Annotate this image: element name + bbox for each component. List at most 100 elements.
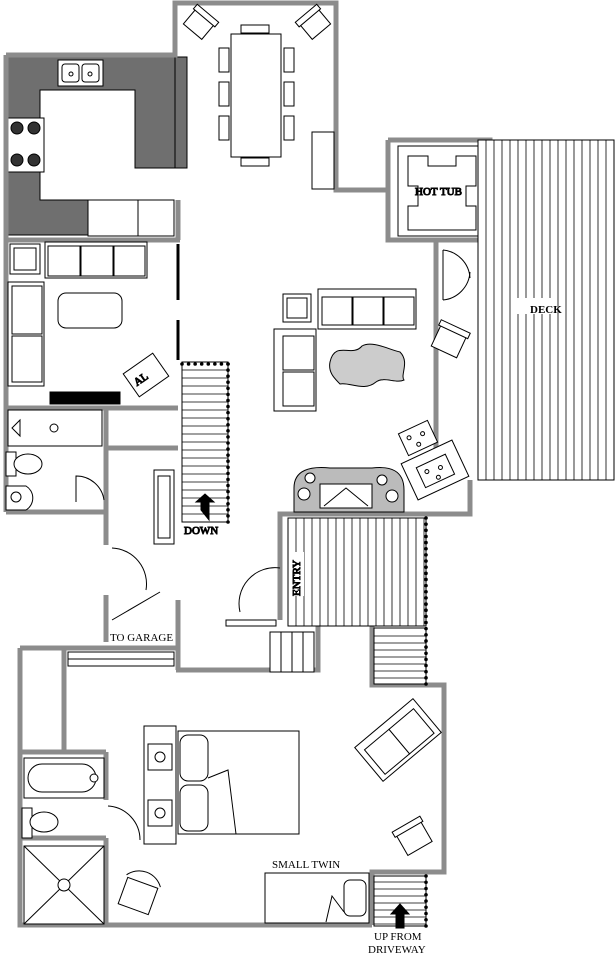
railing-post <box>219 362 224 366</box>
railing-post <box>424 577 428 582</box>
small-twin-bed: SMALL TWIN <box>264 859 370 924</box>
railing-post <box>226 368 230 372</box>
railing-post <box>226 447 230 451</box>
railing-post <box>424 892 428 897</box>
hot-tub: HOT TUB <box>397 145 487 237</box>
fireplace-insert <box>49 391 121 405</box>
cooktop <box>7 117 45 173</box>
queen-bed <box>177 730 300 835</box>
kitchen-sink <box>57 59 104 87</box>
railing-post <box>424 516 428 520</box>
railing-post <box>226 404 230 409</box>
garage-door: TO GARAGE <box>110 547 173 644</box>
railing-post <box>226 477 230 482</box>
railing-post <box>424 663 428 668</box>
stair-up: UP FROM DRIVEWAY <box>368 875 427 956</box>
railing-post <box>424 583 428 588</box>
railing-post <box>226 489 230 494</box>
railing-post <box>424 651 428 656</box>
den-sofa <box>44 241 148 279</box>
bath2-door <box>107 805 141 841</box>
railing-post <box>424 522 428 526</box>
railing-post <box>180 362 184 366</box>
railing-post <box>226 495 230 500</box>
railing-post <box>226 422 230 427</box>
railing-post <box>226 465 230 470</box>
desk: AL <box>122 352 170 398</box>
patio-door <box>442 249 471 301</box>
driveway-label: DRIVEWAY <box>368 944 426 956</box>
railings <box>180 362 428 928</box>
railing-post <box>226 483 230 488</box>
railing-post <box>424 589 428 594</box>
entry-door <box>238 567 281 613</box>
railing-post <box>424 633 428 637</box>
railing-post <box>424 540 428 545</box>
bath1-door <box>75 475 105 502</box>
railing-post <box>424 676 428 680</box>
railing-post <box>226 380 230 385</box>
shower-2 <box>23 845 105 925</box>
railing-post <box>424 886 428 891</box>
railing-post <box>226 459 230 464</box>
railing-post <box>424 669 428 674</box>
den: AL <box>7 241 180 405</box>
railing-post <box>424 917 428 922</box>
railing-post <box>226 453 230 457</box>
railing-post <box>424 614 428 619</box>
hot-tub-label: HOT TUB <box>415 186 462 198</box>
down-label: DOWN <box>184 525 218 537</box>
living-room <box>273 249 471 513</box>
dishwasher <box>87 199 139 237</box>
railing-post <box>424 553 428 557</box>
bathroom-2 <box>21 757 161 925</box>
deck: DECK <box>477 139 615 481</box>
railing-post <box>424 534 428 539</box>
railing-post <box>226 398 230 403</box>
bathroom-1 <box>5 409 175 545</box>
railing-post <box>226 392 230 397</box>
railing-post <box>226 508 230 512</box>
stair-down: DOWN <box>181 361 229 538</box>
railing-post <box>424 880 428 885</box>
railing-post <box>226 435 230 439</box>
up-from-label: UP FROM <box>374 931 422 943</box>
railing-post <box>424 626 428 631</box>
railing-post <box>226 514 230 518</box>
railing-post <box>226 429 230 433</box>
railing-post <box>424 546 428 551</box>
railing-post <box>424 528 428 533</box>
railing-post <box>226 416 230 421</box>
railing-post <box>424 559 428 563</box>
small-twin-label: SMALL TWIN <box>272 859 340 871</box>
fridge <box>137 199 175 237</box>
dining-table <box>230 33 282 158</box>
railing-post <box>424 899 428 903</box>
loveseat <box>273 328 317 412</box>
to-garage-label: TO GARAGE <box>110 632 173 644</box>
railing-post <box>226 374 230 378</box>
railing-post <box>226 501 230 506</box>
railing-post <box>424 645 428 649</box>
entry: ENTRY <box>225 517 427 685</box>
railing-post <box>424 602 428 606</box>
railing-post <box>424 905 428 910</box>
railing-post <box>424 639 428 643</box>
railing-post <box>226 410 230 415</box>
rug <box>329 343 406 387</box>
railing-post <box>226 362 230 366</box>
railing-post <box>424 911 428 916</box>
railing-post <box>226 471 230 476</box>
bedroom: SMALL TWIN <box>67 651 442 924</box>
railing-post <box>199 362 204 366</box>
railing-post <box>424 571 428 576</box>
railing-post <box>226 386 230 391</box>
railing-post <box>424 682 428 686</box>
railing-post <box>186 362 191 366</box>
railing-post <box>226 441 230 445</box>
railing-post <box>424 608 428 613</box>
bedroom-loveseat <box>354 698 442 782</box>
armchair-2 <box>400 439 470 501</box>
sideboard <box>311 131 335 190</box>
